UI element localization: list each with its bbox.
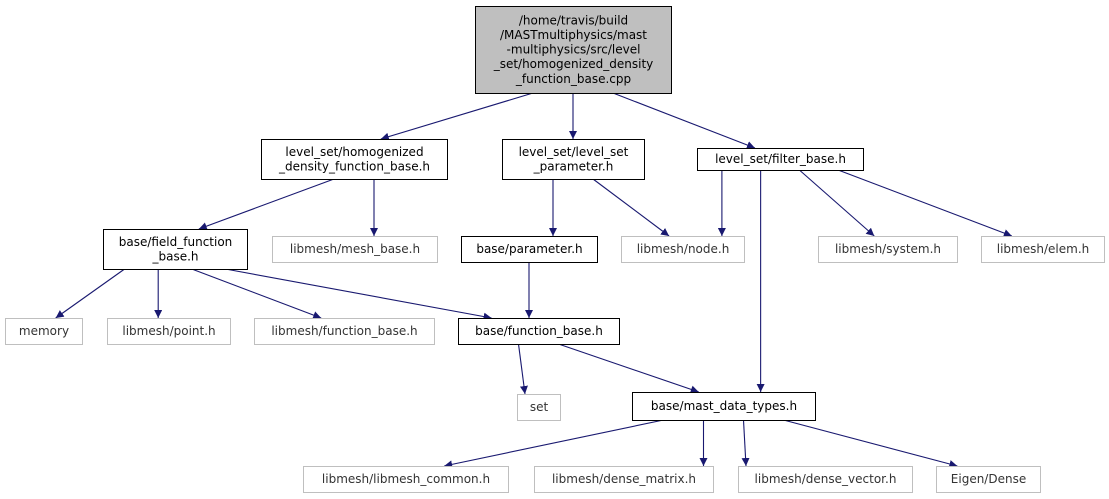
edge-fb-to-system [799,169,875,237]
node-box-point [107,318,231,345]
node-label-mdt-line-0: base/mast_data_types.h [651,399,797,413]
node-memory: memory [5,318,83,345]
node-label-dmat-line-0: libmesh/dense_matrix.h [552,472,696,486]
node-box-node [621,236,745,263]
node-set: set [517,394,561,421]
node-lsp[interactable]: level_set/level_set_parameter.h [502,139,645,180]
node-box-common [303,466,509,493]
node-root[interactable]: /home/travis/build/MASTmultiphysics/mast… [475,6,672,94]
node-label-bfb-line-0: base/function_base.h [475,324,603,338]
node-hdfb[interactable]: level_set/homogenized_density_function_b… [261,139,448,180]
node-box-memory [5,318,83,345]
node-label-ffb-line-1: _base.h [151,249,198,263]
node-label-node-line-0: libmesh/node.h [637,242,730,256]
node-label-root-line-2: -multiphysics/src/level [507,43,641,57]
node-elem: libmesh/elem.h [981,236,1105,263]
node-label-hdfb-line-1: _density_function_base.h [278,159,430,173]
nodes-layer: /home/travis/build/MASTmultiphysics/mast… [5,6,1105,493]
node-label-lmfb-line-0: libmesh/function_base.h [271,324,417,338]
node-meshbase: libmesh/mesh_base.h [272,236,438,263]
node-box-elem [981,236,1105,263]
node-ffb[interactable]: base/field_function_base.h [103,229,248,270]
node-box-mdt [632,392,816,421]
node-label-system-line-0: libmesh/system.h [835,242,941,256]
node-box-system [818,236,958,263]
node-label-root-line-0: /home/travis/build [519,13,628,27]
node-label-root-line-1: /MASTmultiphysics/mast [500,28,647,42]
node-box-bfb [458,318,620,345]
edge-ffb-to-lmfb [191,268,322,319]
node-label-set-line-0: set [530,400,549,414]
node-bfb[interactable]: base/function_base.h [458,318,620,345]
node-label-common-line-0: libmesh/libmesh_common.h [322,472,490,486]
node-box-lsp [502,139,645,180]
node-label-eigen-line-0: Eigen/Dense [951,472,1026,486]
node-system: libmesh/system.h [818,236,958,263]
edges-layer [55,92,1013,469]
node-box-eigen [936,466,1041,493]
edge-hdfb-to-ffb [198,178,335,230]
node-box-meshbase [272,236,438,263]
node-label-root-line-4: _function_base.cpp [515,72,631,86]
node-lmfb: libmesh/function_base.h [254,318,435,345]
node-box-root [475,6,672,94]
node-mdt[interactable]: base/mast_data_types.h [632,392,816,421]
node-common: libmesh/libmesh_common.h [303,466,509,493]
node-label-point-line-0: libmesh/point.h [122,324,215,338]
node-fb[interactable]: level_set/filter_base.h [697,148,864,171]
node-box-dmat [534,466,714,493]
edge-mdt-to-common [444,419,664,469]
node-dmat: libmesh/dense_matrix.h [534,466,714,493]
node-eigen: Eigen/Dense [936,466,1041,493]
node-box-set [517,394,561,421]
edge-ffb-to-memory [55,268,125,319]
edge-root-to-fb [612,92,756,149]
edge-ffb-to-bfb [225,268,492,321]
node-label-ffb-line-0: base/field_function [119,235,233,249]
node-label-lsp-line-1: _parameter.h [533,159,614,173]
node-label-fb-line-0: level_set/filter_base.h [715,152,846,166]
node-box-dvec [738,466,913,493]
edge-mdt-to-dvec [741,419,750,467]
edge-bfb-to-mdt [558,343,699,394]
node-box-lmfb [254,318,435,345]
node-point: libmesh/point.h [107,318,231,345]
node-label-memory-line-0: memory [19,324,69,338]
edge-lsp-to-node [592,178,670,237]
node-label-elem-line-0: libmesh/elem.h [997,242,1089,256]
node-dvec: libmesh/dense_vector.h [738,466,913,493]
node-label-dvec-line-0: libmesh/dense_vector.h [755,472,897,486]
node-box-hdfb [261,139,448,180]
node-label-lsp-line-0: level_set/level_set [519,145,629,159]
node-box-param [461,236,598,263]
node-node: libmesh/node.h [621,236,745,263]
node-label-hdfb-line-0: level_set/homogenized [285,145,423,159]
node-box-fb [697,148,864,171]
edge-fb-to-elem [837,169,1013,237]
node-param[interactable]: base/parameter.h [461,236,598,263]
edge-root-to-hdfb [380,92,534,141]
node-label-root-line-3: _set/homogenized_density [493,57,654,71]
node-label-param-line-0: base/parameter.h [476,242,582,256]
node-label-meshbase-line-0: libmesh/mesh_base.h [290,242,420,256]
edge-bfb-to-set [517,343,528,395]
edge-mdt-to-eigen [783,419,958,468]
node-box-ffb [103,229,248,270]
